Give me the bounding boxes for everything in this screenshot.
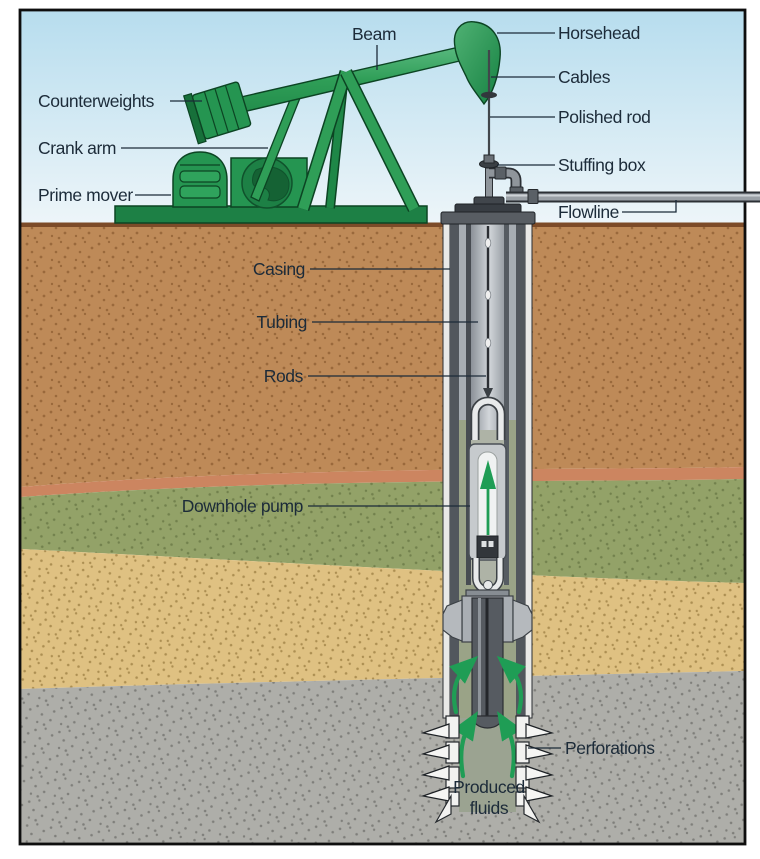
diagram-border [18,8,747,846]
a-frame-left-leg [298,70,351,211]
fluid-arrow [449,655,479,715]
polished-rod-label: Polished rod [558,107,650,127]
fluid-arrow [496,655,526,715]
flowline-body [506,193,760,201]
perforation-spikes [420,723,555,802]
produced-fluid-arrows [449,655,526,779]
wellhead-flange-base [440,211,536,225]
soil-layer-brown-speckle [21,227,744,487]
ground-surface-line [21,222,744,227]
pipe-union [494,166,507,180]
casing-shoe-right [523,793,541,824]
prime-mover-label: Prime mover [38,185,133,205]
fluid-annulus-left [459,420,466,588]
fluid-annulus-right [509,420,516,588]
rods-label: Rods [264,366,304,386]
labels: Beam Horsehead Cables Polished rod Stuff… [38,23,656,818]
cables-label: Cables [558,67,611,87]
produced-fluids-label-line1: Produced [453,777,525,797]
fluid-arrow [497,711,523,779]
casing-shoe-left [434,793,452,824]
perforations-label: Perforations [565,738,655,758]
fluid-arrow [452,711,478,779]
perforation-spike [420,786,450,802]
pump-top-yoke [472,398,504,440]
prime-mover-slat [179,185,221,199]
seating-flange-left [442,599,463,642]
flowline-union [527,189,539,204]
crank-arm-label: Crank arm [38,138,116,158]
perforation-spike [420,744,450,760]
leader-lines [121,32,677,749]
stuffing-box-cap [483,154,495,164]
flowline-highlight [506,194,760,197]
cement-right [524,222,533,719]
counterweights-label: Counterweights [38,91,155,111]
sky-background [21,11,744,223]
pumpjack-base [114,205,428,224]
rod-coupling [484,289,492,300]
cable-clamp [481,91,497,99]
flowline-label: Flowline [558,202,619,222]
counterweight-plate-line [203,91,219,136]
perforation-spike [525,786,555,802]
beam-label: Beam [352,24,396,44]
perforation-spike [420,765,450,781]
rod-end-connector [483,388,493,399]
tubing-label: Tubing [257,312,307,332]
flowline-pipe [506,189,760,204]
pump-flow-arrow-stem [486,489,490,535]
rod-coupling [484,237,492,248]
perforated-casing [420,715,555,824]
valve-port [481,541,487,547]
valve-port [488,541,494,547]
tube-highlight [478,598,481,716]
cement-left [442,222,451,719]
standing-valve-ball [483,580,493,590]
tubing-wall-left [466,223,471,585]
rod-coupling [484,337,492,348]
wellhead [440,50,536,225]
annulus-left [459,223,466,423]
perforation-spike [525,723,555,739]
horsehead-label: Horsehead [558,23,640,43]
pumpjack [114,21,501,224]
pump-valve-block [476,535,499,559]
annulus-right [509,223,516,423]
samson-post [296,69,420,212]
downhole-pump-label: Downhole pump [182,496,303,516]
casing-wall-left [450,223,459,718]
prime-mover [172,151,228,208]
pump-flow-arrow-head [480,460,496,489]
produced-fluids-label-line2: fluids [470,798,509,818]
flowline-leader [622,200,677,213]
counterweight-plate-line [224,85,240,130]
geologic-layers [21,222,744,843]
well-bore [420,222,555,824]
a-frame-right-leg [341,69,419,212]
perforation-spike [420,723,450,739]
seating-flange-right [512,599,533,642]
perforation-spike [525,765,555,781]
casing-label: Casing [253,259,305,279]
counterweight-plate-line [214,88,229,133]
stuffing-box-label: Stuffing box [558,155,646,175]
tube-slot [485,598,489,718]
tubing-wall-right [504,223,509,585]
prime-mover-slat [179,170,221,183]
casing-wall-right [516,223,525,718]
counterweights [182,81,252,145]
elbow-pipe [489,169,520,194]
